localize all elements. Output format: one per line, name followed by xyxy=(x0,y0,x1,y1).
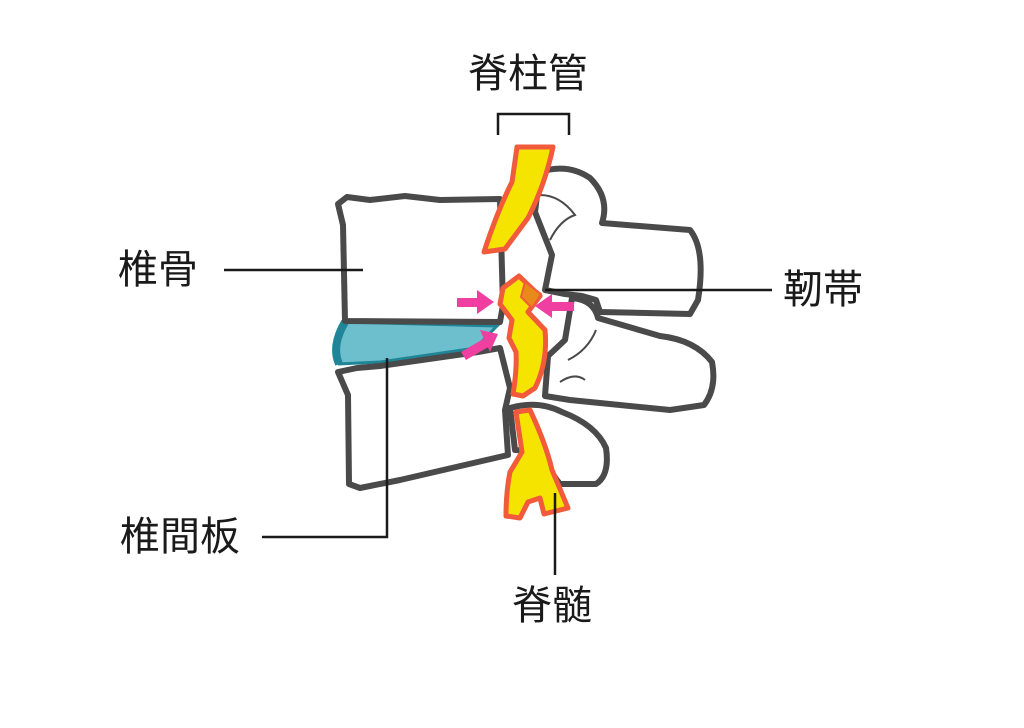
label-spinal-cord: 脊髄 xyxy=(512,583,592,629)
label-vertebra: 椎骨 xyxy=(118,247,198,293)
arrow-icon-upper-left xyxy=(457,290,494,314)
upper-spinous-process xyxy=(532,165,704,317)
label-ligament: 靭帯 xyxy=(783,267,863,313)
spinal-cord-upper xyxy=(481,144,556,255)
lower-vertebral-body xyxy=(335,345,513,491)
spinal-cord-compressed xyxy=(497,273,548,399)
arrow-icon-lower-left xyxy=(461,330,498,360)
disc-front-edge xyxy=(332,319,349,366)
label-spinal-canal: 脊柱管 xyxy=(468,51,588,97)
upper-vertebral-body xyxy=(335,193,506,325)
ligament xyxy=(519,280,543,310)
spinal-cord-lower xyxy=(503,407,571,521)
lower-facet-joint xyxy=(559,329,597,383)
label-intervertebral-disc: 椎間板 xyxy=(120,514,240,560)
leader-line-disc xyxy=(262,358,389,539)
lower-spinous-process xyxy=(542,295,717,413)
upper-facet-joint xyxy=(539,194,577,241)
spinal-canal-bracket xyxy=(496,112,571,135)
arrow-icon-right xyxy=(535,294,574,318)
